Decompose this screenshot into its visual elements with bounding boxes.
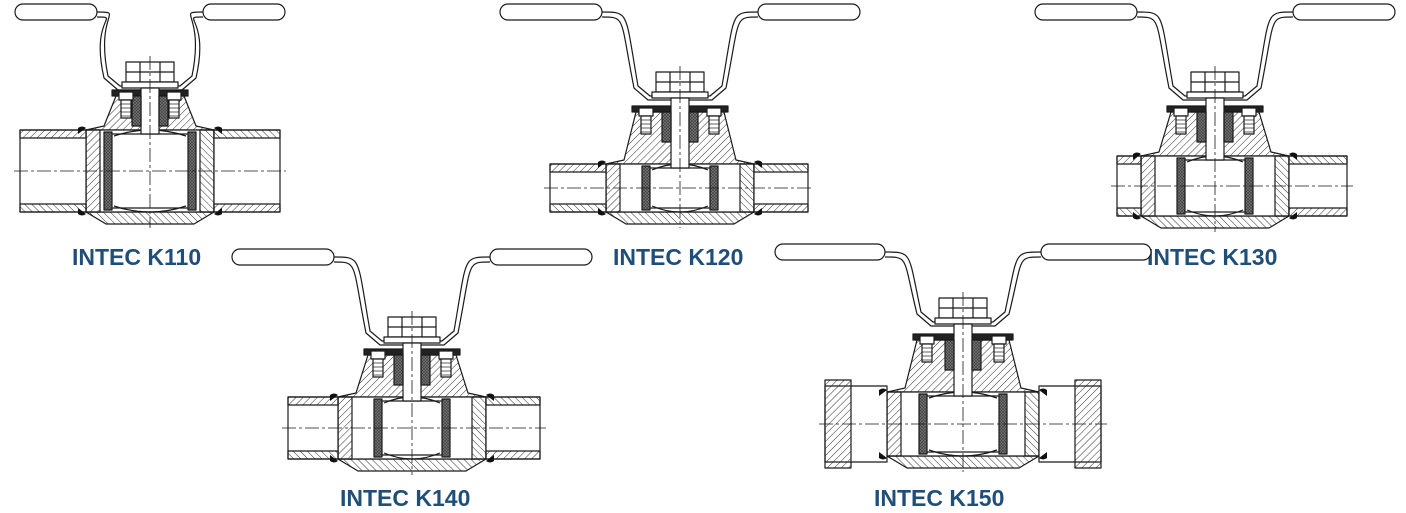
weld-beads xyxy=(330,393,494,463)
valve-k150-svg xyxy=(774,243,1152,472)
valve-k130-drawing xyxy=(1034,3,1396,236)
stem-packing xyxy=(370,342,454,402)
valve-k120-label: INTEC K120 xyxy=(613,244,744,270)
centerlines xyxy=(14,56,286,228)
weld-beads xyxy=(879,388,1047,460)
valve-k140-svg xyxy=(231,248,593,475)
valve-k130-svg xyxy=(1034,3,1396,232)
centerlines xyxy=(1111,66,1353,232)
valve-k150-label: INTEC K150 xyxy=(874,485,1005,511)
valve-k140-drawing xyxy=(231,248,593,481)
valve-k150-drawing xyxy=(774,243,1152,476)
centerlines xyxy=(544,66,814,228)
valve-k110-svg xyxy=(14,3,286,228)
valve-k120-svg xyxy=(499,3,861,228)
handle-lever xyxy=(14,3,286,91)
centerlines xyxy=(819,292,1107,472)
valve-k110-label: INTEC K110 xyxy=(72,244,202,270)
valve-k110-drawing xyxy=(14,3,286,236)
valve-k130-label: INTEC K130 xyxy=(1147,244,1278,270)
handle-lever xyxy=(1034,3,1396,101)
stem-packing xyxy=(638,97,722,169)
weld-beads xyxy=(1133,152,1297,220)
centerlines xyxy=(282,311,546,475)
weld-beads xyxy=(598,160,762,216)
weld-beads xyxy=(78,126,222,216)
valve-k120-drawing xyxy=(499,3,861,236)
valve-k140-label: INTEC K140 xyxy=(340,485,471,511)
